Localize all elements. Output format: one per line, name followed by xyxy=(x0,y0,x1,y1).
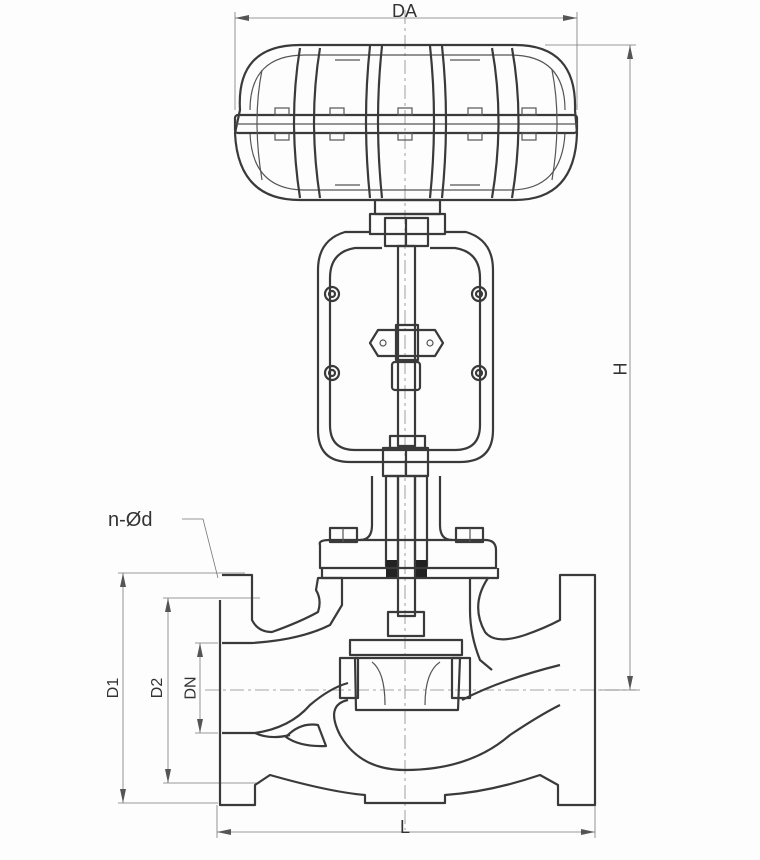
yoke xyxy=(316,198,495,478)
label-d1: D1 xyxy=(105,677,123,699)
dimension-dn xyxy=(195,642,218,734)
dimension-d2 xyxy=(163,597,260,784)
dimension-h xyxy=(545,44,636,691)
valve-body xyxy=(218,573,597,807)
dimension-l xyxy=(216,805,596,838)
label-d2: D2 xyxy=(149,677,167,699)
holes-leader xyxy=(182,518,219,579)
bonnet xyxy=(318,474,500,618)
label-da: DA xyxy=(392,1,418,21)
label-l: L xyxy=(400,817,411,837)
dimension-d1 xyxy=(118,572,245,804)
label-h: H xyxy=(610,362,631,376)
label-holes: n-Ød xyxy=(108,509,153,531)
diaphragm-actuator xyxy=(233,43,579,202)
dimension-da xyxy=(234,12,578,110)
label-dn: DN xyxy=(182,676,200,700)
